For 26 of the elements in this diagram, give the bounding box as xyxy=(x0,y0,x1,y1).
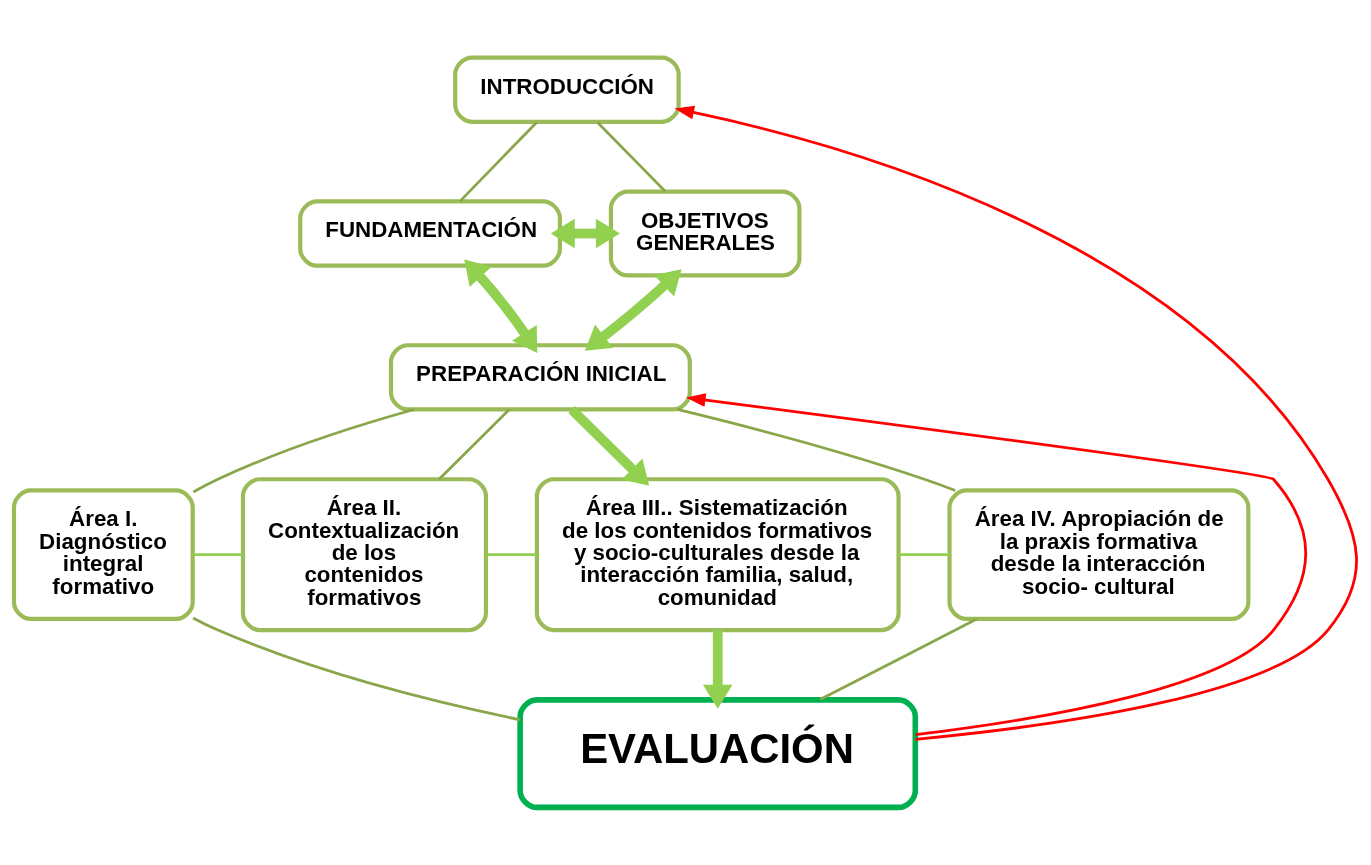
connector xyxy=(192,616,521,722)
arrow xyxy=(674,105,1358,741)
node-box: FUNDAMENTACIÓN xyxy=(298,199,563,268)
connector xyxy=(458,121,538,203)
arrow xyxy=(464,259,538,354)
connector xyxy=(486,553,537,557)
node-box: Área I. Diagnóstico integral formativo xyxy=(11,488,195,621)
node-box: OBJETIVOS GENERALES xyxy=(608,189,802,278)
connector xyxy=(193,553,243,557)
connector xyxy=(438,408,511,481)
arrow xyxy=(568,406,650,486)
connector xyxy=(898,553,950,557)
connector xyxy=(192,408,415,494)
node-box: Área II. Contextualización de los contenidos formativos xyxy=(240,477,489,633)
arrow xyxy=(703,630,733,709)
connector xyxy=(677,408,956,492)
arrow xyxy=(550,218,620,249)
connector xyxy=(819,617,978,701)
node-box: PREPARACIÓN INICIAL xyxy=(388,343,692,412)
arrow xyxy=(686,393,1307,737)
node-box: Área IV. Apropiación de la praxis formativa desde la interacción socio- cultural xyxy=(947,488,1251,621)
node-box: Área III.. Sistematización de los contenidos formativos y socio-culturales desde la interacción familia, salud, comunidad xyxy=(534,477,901,633)
node-box: INTRODUCCIÓN xyxy=(453,55,681,124)
arrow xyxy=(584,269,682,351)
connector xyxy=(596,121,667,193)
node-box: EVALUACIÓN xyxy=(517,697,919,811)
